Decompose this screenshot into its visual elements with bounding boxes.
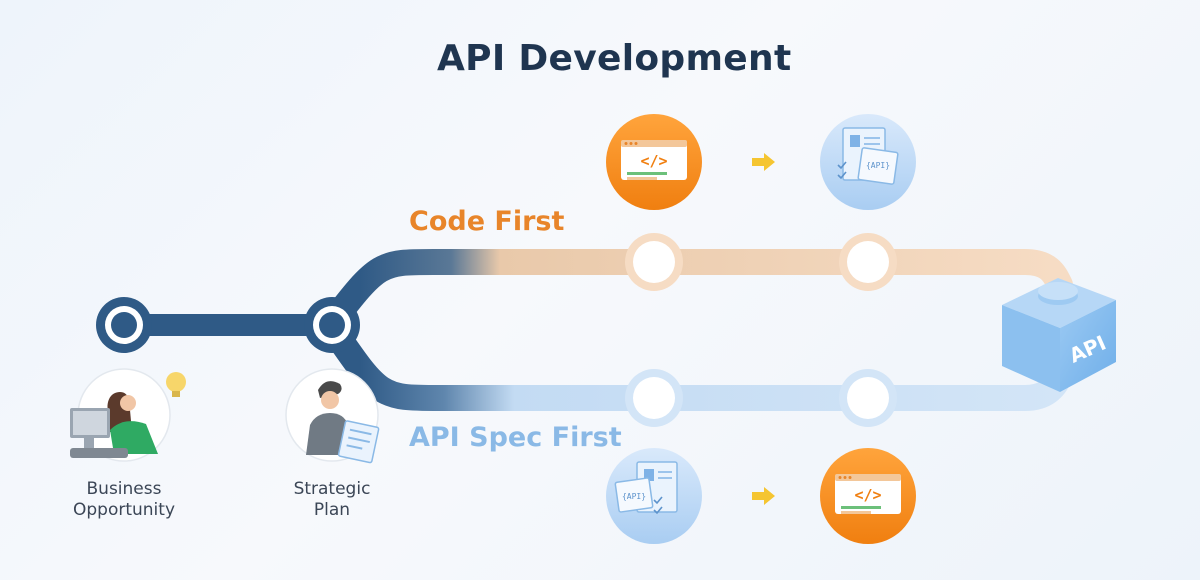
svg-text:</>: </> <box>640 152 667 170</box>
stage-label-strategic-line2: Plan <box>313 500 351 520</box>
code-first-node-1 <box>625 233 683 291</box>
code-first-node-2 <box>839 233 897 291</box>
spec-first-node-2 <box>839 369 897 427</box>
api-document-icon-bottom: {API} <box>606 448 702 544</box>
svg-text:{API}: {API} <box>866 161 890 170</box>
code-first-path <box>317 248 1073 338</box>
spec-first-label: API Spec First <box>409 422 622 453</box>
stage-label-business-line1: Business <box>86 479 162 499</box>
arrow-right-icon-bottom <box>752 487 775 505</box>
stage-node-strategic <box>304 297 360 353</box>
spec-first-node-1 <box>625 369 683 427</box>
svg-text:</>: </> <box>854 486 881 504</box>
api-block-icon: API <box>1002 278 1116 392</box>
svg-text:{API}: {API} <box>622 492 646 501</box>
arrow-right-icon <box>752 153 775 171</box>
code-window-icon-bottom: </> <box>820 448 916 544</box>
spec-first-path <box>317 312 1073 411</box>
stage-label-business: Business Opportunity <box>54 479 194 521</box>
person-laptop-icon <box>70 368 186 462</box>
code-first-label: Code First <box>409 206 565 237</box>
person-planning-icon <box>285 368 380 464</box>
stage-label-business-line2: Opportunity <box>72 500 176 520</box>
stage-node-business <box>96 297 152 353</box>
stage-label-strategic: Strategic Plan <box>272 479 392 521</box>
code-window-icon: </> <box>606 114 702 210</box>
stage-label-strategic-line1: Strategic <box>293 479 371 499</box>
api-document-icon: {API} <box>820 114 916 210</box>
